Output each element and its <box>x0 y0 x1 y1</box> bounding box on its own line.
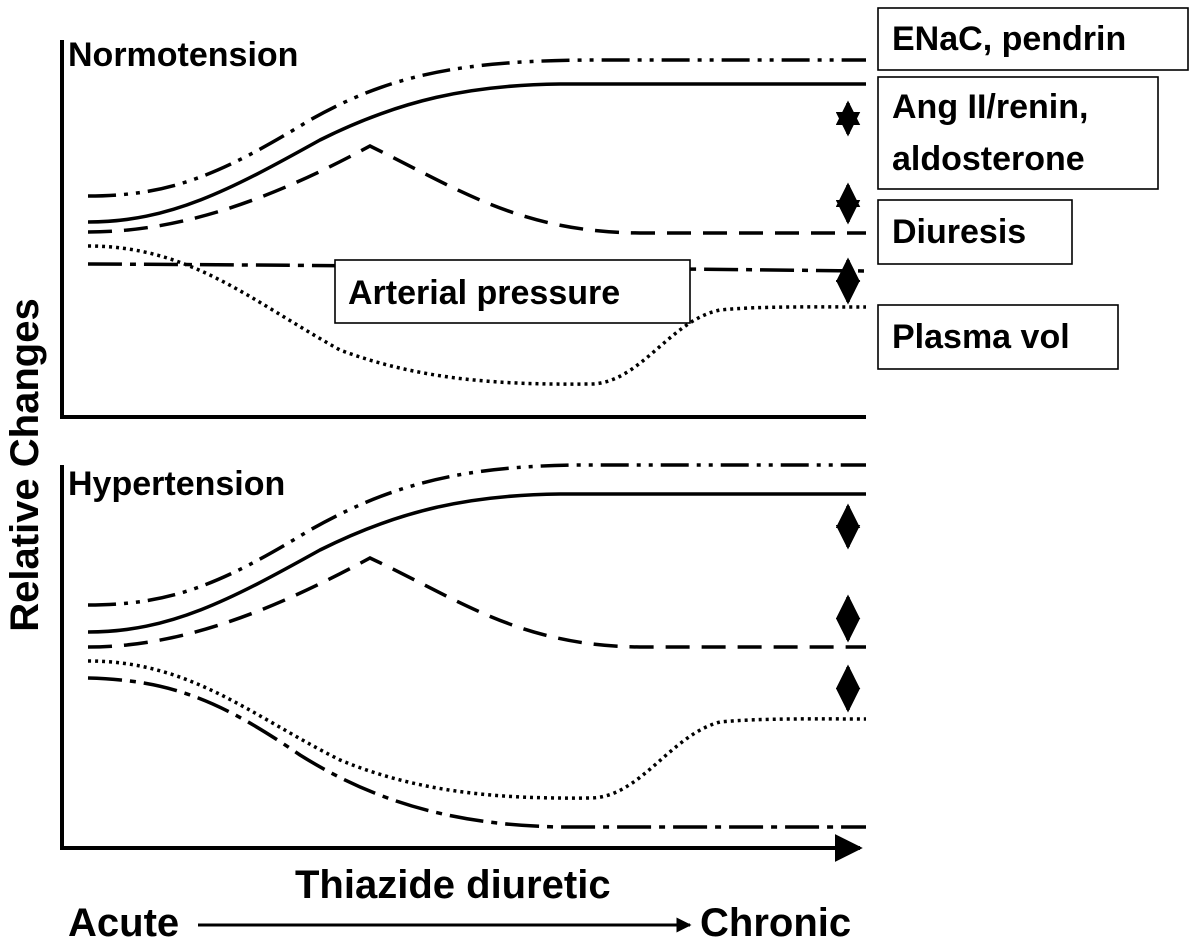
x-axis-start-label: Acute <box>68 901 179 944</box>
x-axis-label: Thiazide diuretic <box>295 863 611 907</box>
panel-hypertension: Hypertension <box>60 463 867 862</box>
curve-plasma-normo <box>87 244 867 386</box>
curve-ang-hyper <box>87 492 866 634</box>
legend-box-diuresis <box>877 199 1073 265</box>
curve-diuresis-hyper <box>87 556 866 649</box>
legend-label-ang-line1: Ang II/renin, <box>892 88 1088 126</box>
x-axis-end-label: Chronic <box>700 901 851 944</box>
legend-label-enac: ENaC, pendrin <box>892 20 1126 58</box>
panel-title-hypertension: Hypertension <box>68 465 285 503</box>
curve-arterial-hyper <box>87 676 866 829</box>
legend-box-plasma <box>877 304 1119 370</box>
curve-diuresis-normo <box>87 144 866 235</box>
curve-enac-normo <box>87 58 866 198</box>
curve-plasma-hyper <box>87 659 867 800</box>
label-box-arterial <box>334 259 691 324</box>
curve-ang-normo <box>87 82 866 224</box>
panel-title-normotension: Normotension <box>68 36 298 74</box>
legend-label-plasma: Plasma vol <box>892 318 1070 356</box>
legend: ENaC, pendrin Ang II/renin, aldosterone … <box>877 7 1189 370</box>
y-axis-label: Relative Changes <box>3 298 47 631</box>
legend-box-ang <box>877 76 1159 190</box>
label-arterial-pressure: Arterial pressure <box>348 274 620 312</box>
curve-enac-hyper <box>87 463 866 607</box>
legend-label-ang-line2: aldosterone <box>892 140 1085 178</box>
legend-box-enac <box>877 7 1189 71</box>
legend-label-diuresis: Diuresis <box>892 213 1026 251</box>
panel-normotension: Normotension Arterial pressure <box>60 36 867 419</box>
